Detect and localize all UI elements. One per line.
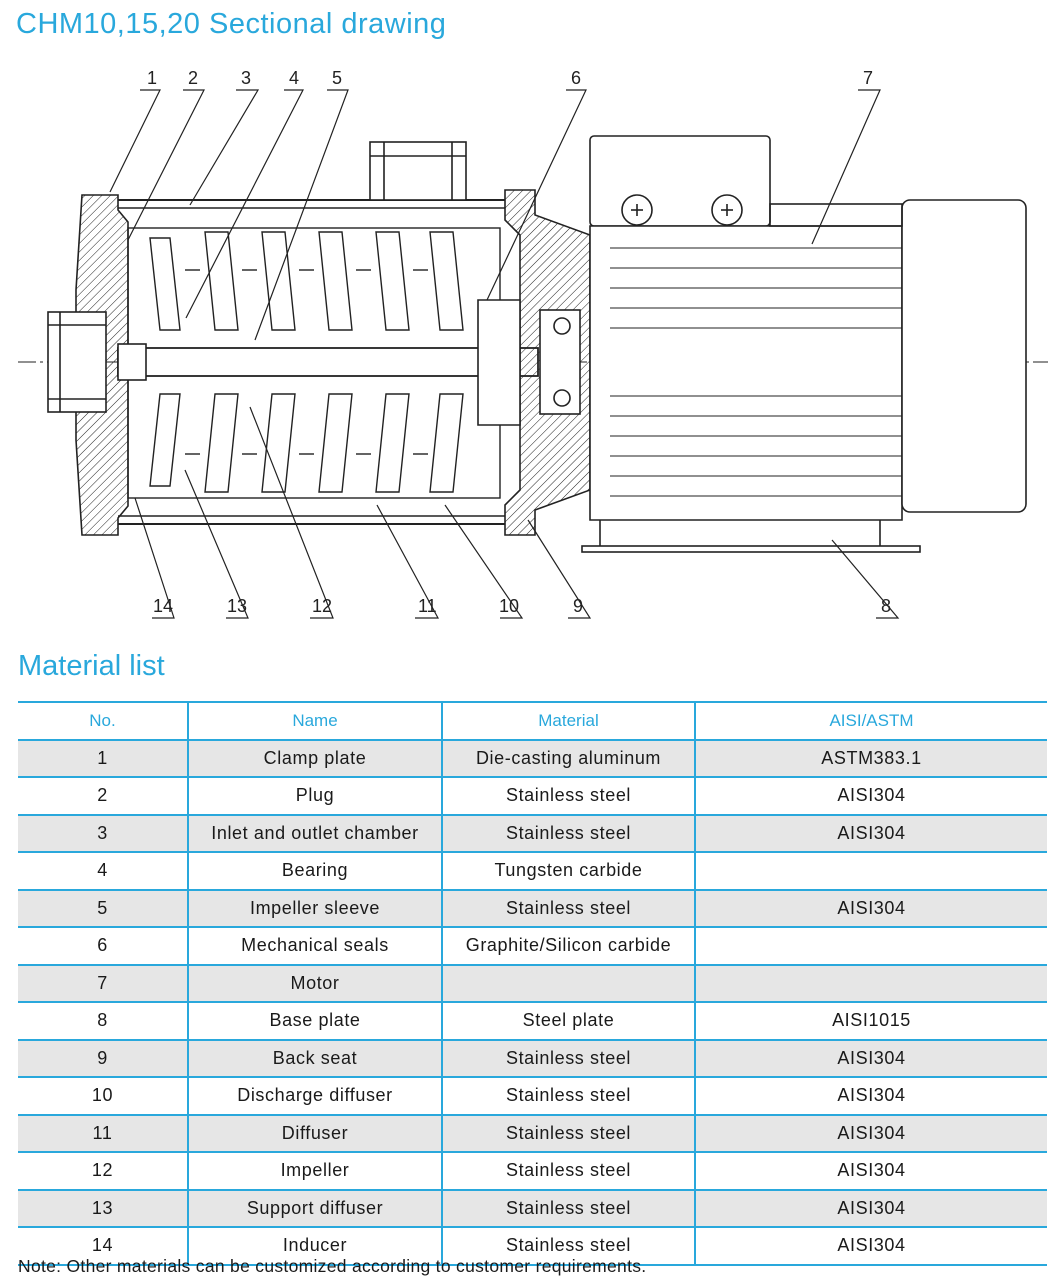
cell-no: 7: [18, 964, 188, 1003]
cell-no: 13: [18, 1189, 188, 1228]
cell-aisi-astm: AISI304: [694, 777, 1047, 816]
cell-material: Stainless steel: [441, 1189, 695, 1228]
cell-material: Die-casting aluminum: [441, 739, 695, 778]
callout-3: 3: [241, 68, 251, 88]
callout-10: 10: [499, 596, 519, 616]
note-text: Note: Other materials can be customized …: [18, 1256, 647, 1276]
callout-6: 6: [571, 68, 581, 88]
cell-aisi-astm: AISI304: [694, 1227, 1047, 1266]
callout-11: 11: [418, 596, 437, 616]
cell-material: Stainless steel: [441, 1114, 695, 1153]
cell-aisi-astm: AISI304: [694, 814, 1047, 853]
cell-aisi-astm: AISI304: [694, 1114, 1047, 1153]
header-name: Name: [187, 701, 442, 741]
cell-aisi-astm: [694, 927, 1047, 966]
cell-aisi-astm: AISI304: [694, 1189, 1047, 1228]
material-list-title: Material list: [18, 650, 165, 682]
cell-no: 10: [18, 1077, 188, 1116]
cell-no: 12: [18, 1152, 188, 1191]
cell-name: Clamp plate: [187, 739, 442, 778]
cell-name: Bearing: [187, 852, 442, 891]
cell-material: Stainless steel: [441, 889, 695, 928]
cell-no: 6: [18, 927, 188, 966]
callout-5: 5: [332, 68, 342, 88]
cell-name: Plug: [187, 777, 442, 816]
cell-material: Stainless steel: [441, 1077, 695, 1116]
cell-aisi-astm: ASTM383.1: [694, 739, 1047, 778]
cell-name: Inducer: [187, 1227, 442, 1266]
cell-material: Graphite/Silicon carbide: [441, 927, 695, 966]
callout-8: 8: [881, 596, 891, 616]
cell-no: 5: [18, 889, 188, 928]
callout-7: 7: [863, 68, 873, 88]
cell-no: 14: [18, 1227, 188, 1266]
cell-no: 4: [18, 852, 188, 891]
callout-12: 12: [312, 596, 332, 616]
cell-name: Diffuser: [187, 1114, 442, 1153]
cell-name: Discharge diffuser: [187, 1077, 442, 1116]
cell-no: 8: [18, 1002, 188, 1041]
callout-13: 13: [227, 596, 247, 616]
table-header-row: No. Name Material AISI/ASTM: [18, 701, 1047, 741]
header-material: Material: [441, 701, 695, 741]
cell-name: Impeller sleeve: [187, 889, 442, 928]
cell-no: 9: [18, 1039, 188, 1078]
cell-material: Stainless steel: [441, 777, 695, 816]
cell-no: 2: [18, 777, 188, 816]
cell-aisi-astm: [694, 964, 1047, 1003]
cell-name: Base plate: [187, 1002, 442, 1041]
cell-name: Motor: [187, 964, 442, 1003]
cell-no: 1: [18, 739, 188, 778]
cell-aisi-astm: AISI1015: [694, 1002, 1047, 1041]
callout-2: 2: [188, 68, 198, 88]
callout-9: 9: [573, 596, 583, 616]
cell-material: Stainless steel: [441, 1227, 695, 1266]
cell-material: Steel plate: [441, 1002, 695, 1041]
cell-name: Support diffuser: [187, 1189, 442, 1228]
cell-material: Tungsten carbide: [441, 852, 695, 891]
cell-name: Mechanical seals: [187, 927, 442, 966]
cell-material: Stainless steel: [441, 814, 695, 853]
callout-1: 1: [147, 68, 157, 88]
cell-name: Inlet and outlet chamber: [187, 814, 442, 853]
sectional-drawing: 1 2 3 4 5 6 7 8 9 10 11 12 13 14: [18, 68, 1048, 619]
cell-aisi-astm: [694, 852, 1047, 891]
drawing-title: CHM10,15,20 Sectional drawing: [16, 8, 447, 40]
cell-material: [441, 964, 695, 1003]
callout-4: 4: [289, 68, 299, 88]
cell-aisi-astm: AISI304: [694, 1077, 1047, 1116]
header-aisi-astm: AISI/ASTM: [694, 701, 1047, 741]
cell-material: Stainless steel: [441, 1039, 695, 1078]
cell-aisi-astm: AISI304: [694, 1039, 1047, 1078]
cell-no: 11: [18, 1114, 188, 1153]
cell-aisi-astm: AISI304: [694, 889, 1047, 928]
header-no: No.: [18, 701, 188, 741]
cell-material: Stainless steel: [441, 1152, 695, 1191]
cell-aisi-astm: AISI304: [694, 1152, 1047, 1191]
callout-14: 14: [153, 596, 173, 616]
cell-name: Back seat: [187, 1039, 442, 1078]
cell-no: 3: [18, 814, 188, 853]
cell-name: Impeller: [187, 1152, 442, 1191]
